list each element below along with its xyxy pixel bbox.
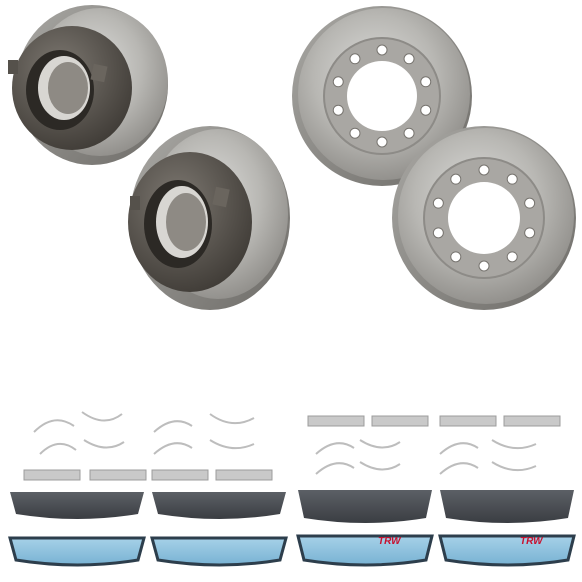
lug-hole	[403, 53, 415, 65]
lug-hole	[506, 173, 518, 185]
lug-hole	[376, 136, 388, 148]
lug-hole	[420, 76, 432, 88]
front-rotor-top	[292, 6, 472, 186]
front-pads-grey	[298, 490, 574, 523]
lug-hole	[506, 251, 518, 263]
lug-hole	[524, 197, 536, 209]
front-rotor-bottom	[392, 126, 576, 310]
lug-hole	[349, 53, 361, 65]
abutment-clips-front	[307, 415, 561, 427]
pad-brand-mark: TRW	[378, 536, 401, 547]
lug-hole	[478, 260, 490, 272]
rear-hardware-kit	[33, 411, 255, 455]
lug-hole	[478, 164, 490, 176]
lug-hole	[450, 173, 462, 185]
lug-hole	[420, 104, 432, 116]
front-hardware-kit	[315, 439, 537, 475]
lug-hole	[376, 44, 388, 56]
lug-hole	[432, 197, 444, 209]
lug-hole	[432, 227, 444, 239]
pad-brand-mark-2: TRW	[520, 536, 543, 547]
rear-pads-blue	[8, 536, 288, 567]
lug-hole	[403, 127, 415, 139]
lug-hole	[349, 127, 361, 139]
lug-hole	[332, 104, 344, 116]
front-pads-blue	[296, 534, 576, 567]
rear-pads-grey	[10, 492, 286, 519]
lug-hole	[332, 76, 344, 88]
abutment-clips-rear	[23, 469, 273, 481]
lug-hole	[524, 227, 536, 239]
lug-hole	[450, 251, 462, 263]
rear-rotor-bottom	[128, 126, 290, 310]
rear-rotor-top	[8, 5, 168, 165]
